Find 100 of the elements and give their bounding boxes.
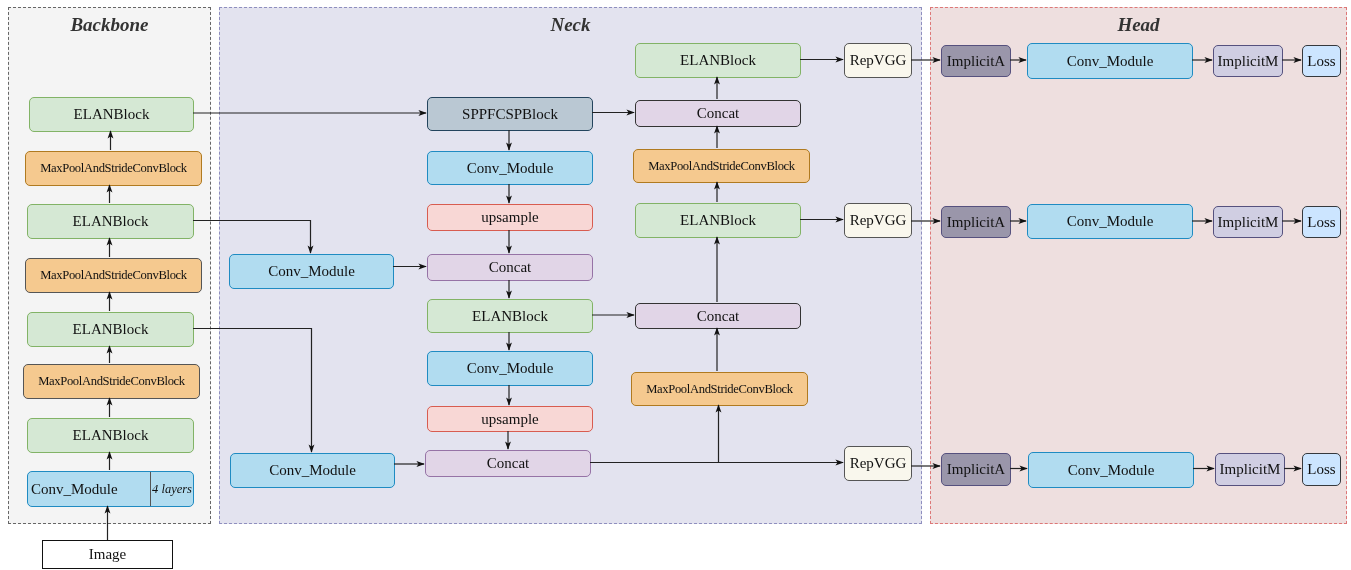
arrow — [505, 430, 511, 450]
layer-count: 4 layers — [150, 472, 193, 506]
block-label: Conv_Module — [269, 462, 356, 479]
processing-block — [1027, 43, 1193, 79]
block-label: Concat — [488, 259, 532, 276]
processing-block — [635, 43, 801, 78]
processing-block — [941, 206, 1011, 238]
block-label: ImplicitM — [1217, 52, 1279, 70]
block-label: ELANBlock — [680, 52, 756, 69]
processing-block — [941, 45, 1011, 77]
processing-block — [844, 203, 912, 238]
block-label: Conv_Module — [466, 159, 554, 177]
block-label: Conv_Module — [30, 480, 119, 498]
arrow — [506, 229, 512, 254]
block-label: Image — [88, 546, 127, 563]
arrow — [714, 236, 720, 303]
arrow — [714, 76, 720, 100]
block-label: RepVGG — [849, 212, 907, 229]
processing-block — [1213, 45, 1283, 77]
block-label: ImplicitM — [1219, 461, 1281, 478]
block-label: Concat — [696, 307, 740, 325]
arrow — [1191, 57, 1213, 63]
block-label: ImplicitA — [946, 52, 1006, 70]
arrow — [392, 263, 427, 270]
merge-block — [425, 450, 591, 477]
downsampling-block — [25, 151, 202, 186]
arrow — [799, 216, 844, 223]
arrow — [1009, 465, 1028, 472]
arrow — [106, 345, 113, 364]
block-label: ImplicitA — [946, 213, 1006, 231]
block-label: Concat — [486, 455, 530, 472]
block-label: ImplicitA — [946, 461, 1006, 478]
block-label: MaxPoolAndStrideConvBlock — [38, 374, 185, 389]
arrow — [106, 451, 113, 471]
processing-block — [27, 204, 194, 239]
block-label: Conv_Module — [1066, 213, 1154, 230]
arrow — [192, 219, 314, 254]
block-label: SPPFCSPBlock — [462, 105, 558, 123]
arrow — [104, 505, 111, 541]
arrow — [192, 327, 315, 453]
section-panel — [219, 7, 922, 524]
block-label: ImplicitM — [1217, 213, 1279, 231]
merge-block — [635, 303, 801, 329]
arrow — [192, 110, 427, 116]
arrow — [799, 56, 844, 63]
block-label: ELANBlock — [72, 213, 149, 230]
arrow — [1281, 218, 1302, 224]
processing-block — [941, 453, 1011, 486]
output-block — [1302, 453, 1341, 486]
processing-block — [1213, 206, 1283, 238]
processing-block — [844, 43, 912, 78]
block-label: Conv_Module — [1067, 461, 1155, 479]
arrow — [1281, 57, 1302, 63]
arrow — [506, 183, 512, 204]
block-label: MaxPoolAndStrideConvBlock — [648, 158, 795, 174]
arrow — [106, 237, 113, 258]
processing-block — [635, 203, 801, 238]
block-label: ELANBlock — [72, 321, 149, 338]
arrow — [910, 57, 941, 63]
arrow — [506, 331, 512, 351]
downsampling-block — [23, 364, 200, 399]
arrow — [393, 461, 425, 467]
block-label: RepVGG — [849, 52, 907, 69]
block-label: Conv_Module — [268, 263, 355, 280]
processing-block — [844, 446, 912, 481]
processing-block — [29, 97, 194, 132]
block-label: MaxPoolAndStrideConvBlock — [40, 268, 187, 283]
arrow — [1009, 218, 1027, 224]
processing-block — [427, 351, 593, 386]
block-label: ELANBlock — [680, 212, 756, 229]
arrow — [506, 279, 512, 299]
arrow — [591, 312, 635, 318]
arrow — [714, 327, 720, 372]
arrow — [591, 109, 635, 116]
merge-block — [427, 254, 593, 281]
processing-block — [427, 151, 593, 185]
arrow — [1009, 57, 1027, 63]
block-label: Loss — [1307, 52, 1336, 70]
block-label: RepVGG — [849, 455, 907, 472]
section-panel — [930, 7, 1347, 524]
block-label: ELANBlock — [73, 106, 150, 123]
section-title: Neck — [550, 14, 591, 36]
block-label: Loss — [1307, 461, 1336, 478]
arrow — [506, 129, 512, 151]
section-title: Head — [1117, 14, 1160, 36]
processing-block — [427, 97, 593, 131]
arrow — [106, 184, 113, 204]
block-label: upsample — [481, 209, 539, 226]
arrow — [714, 181, 720, 203]
section-panel — [8, 7, 211, 524]
block-label: Conv_Module — [466, 360, 554, 377]
processing-block — [27, 312, 194, 347]
arrow — [106, 291, 113, 312]
arrow — [1283, 465, 1302, 472]
output-block — [1302, 45, 1341, 77]
processing-block — [27, 471, 194, 507]
block-label: Concat — [696, 105, 740, 122]
block-label: upsample — [481, 410, 539, 428]
processing-block — [427, 204, 593, 231]
arrow — [506, 384, 512, 406]
